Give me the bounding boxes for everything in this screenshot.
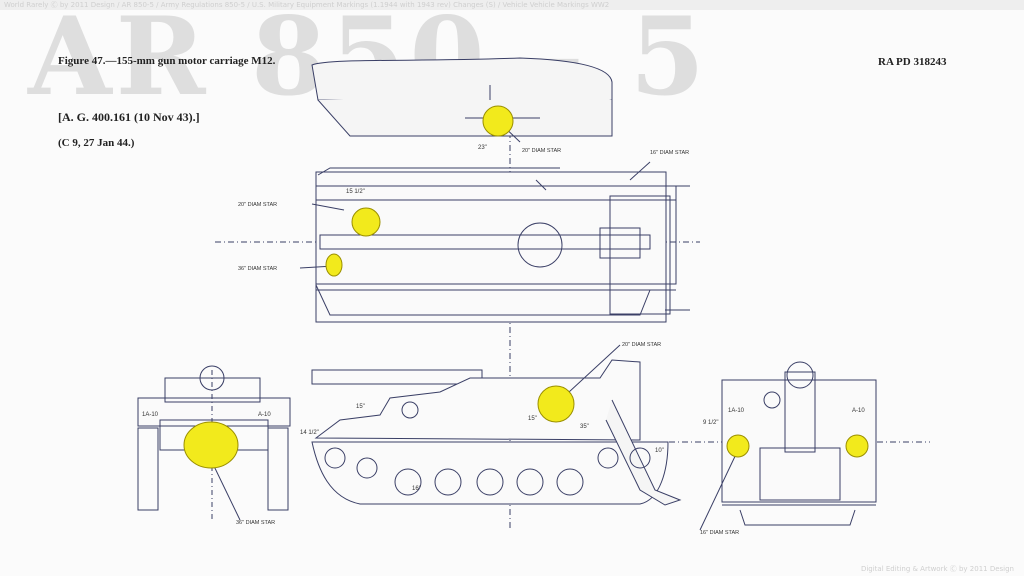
label-star-20-side: 20" DIAM STAR [622, 342, 661, 348]
reference-code: RA PD 318243 [878, 56, 947, 68]
label-star-16-top: 16" DIAM STAR [650, 150, 689, 156]
star-top-lower [325, 253, 343, 277]
star-side [537, 385, 575, 423]
side-view [311, 359, 682, 506]
label-star-20-top: 20" DIAM STAR [238, 202, 277, 208]
rear-left-marking: 1A-10 [728, 408, 745, 414]
rear-right-marking: A-10 [852, 408, 865, 414]
label-star-20-rear: 20" DIAM STAR [522, 148, 561, 154]
label-star-16-rear: 16" DIAM STAR [700, 530, 739, 536]
footer-credit: Digital Editing & Artwork Ⓒ by 2011 Desi… [860, 565, 1014, 573]
ag-reference: [A. G. 400.161 (10 Nov 43).] [58, 110, 200, 124]
star-markings [183, 105, 869, 469]
front-left-marking: 1A-10 [142, 412, 159, 418]
dim-10: 10" [655, 448, 664, 454]
dim-9: 9 1/2" [703, 420, 718, 426]
star-rear-right [845, 434, 869, 458]
star-front [183, 421, 239, 469]
star-top-upper [351, 207, 381, 237]
dim-15-top: 15 1/2" [346, 189, 365, 195]
header-banner: World Rarely Ⓒ by 2011 Design / AR 850-5… [0, 0, 1024, 10]
dim-35: 35" [580, 424, 589, 430]
label-star-36-top: 36" DIAM STAR [238, 266, 277, 272]
label-star-36-front: 36" DIAM STAR [236, 520, 275, 526]
dim-14-front: 14 1/2" [300, 430, 319, 436]
dim-16-side: 16" [412, 486, 421, 492]
star-rear-left [726, 434, 750, 458]
top-view [315, 167, 690, 323]
dim-23: 23" [478, 145, 487, 151]
front-right-marking: A-10 [258, 412, 271, 418]
dim-15-side-b: 15" [528, 416, 537, 422]
dim-15-side: 15" [356, 404, 365, 410]
star-tarp [482, 105, 514, 137]
figure-caption: Figure 47.—155-mm gun motor carriage M12… [58, 55, 276, 67]
rear-tarp-view [311, 57, 613, 137]
change-reference: (C 9, 27 Jan 44.) [58, 137, 135, 149]
